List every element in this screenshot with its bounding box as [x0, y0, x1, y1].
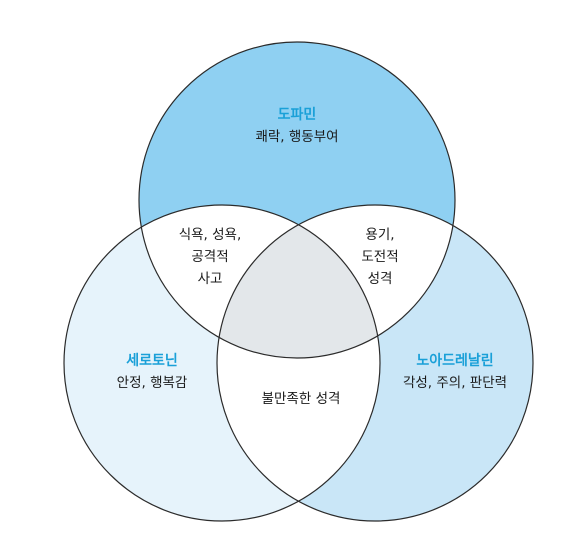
- outline-noradrenaline: [216, 204, 534, 522]
- overlap-ds-line-1: 식욕, 성욕,: [178, 227, 242, 243]
- overlap-ds-line-3: 사고: [197, 271, 223, 287]
- label-noradrenaline: 노아드레날린 각성, 주의, 판단력: [380, 350, 530, 394]
- outline-serotonin: [63, 204, 381, 522]
- label-dopamine-serotonin: 식욕, 성욕, 공격적 사고: [160, 224, 260, 290]
- overlap-ds-line-2: 공격적: [191, 249, 229, 265]
- label-serotonin-noradrenaline: 불만족한 성격: [236, 388, 366, 410]
- noradrenaline-desc: 각성, 주의, 판단력: [402, 375, 508, 391]
- dopamine-desc: 쾌락, 행동부여: [255, 129, 339, 145]
- noradrenaline-title: 노아드레날린: [416, 353, 494, 369]
- dopamine-title: 도파민: [277, 107, 317, 123]
- serotonin-desc: 안정, 행복감: [116, 375, 188, 391]
- label-dopamine-noradrenaline: 용기, 도전적 성격: [340, 224, 420, 290]
- overlap-center: [217, 205, 380, 358]
- serotonin-title: 세로토닌: [126, 353, 178, 369]
- label-serotonin: 세로토닌 안정, 행복감: [92, 350, 212, 394]
- overlap-dn-line-1: 용기,: [365, 227, 395, 243]
- overlap-sn-line-1: 불만족한 성격: [261, 391, 341, 407]
- label-dopamine: 도파민 쾌락, 행동부여: [237, 104, 357, 148]
- overlap-dn-line-3: 성격: [367, 271, 393, 287]
- overlap-dn-line-2: 도전적: [361, 249, 399, 265]
- outline-dopamine: [138, 41, 456, 359]
